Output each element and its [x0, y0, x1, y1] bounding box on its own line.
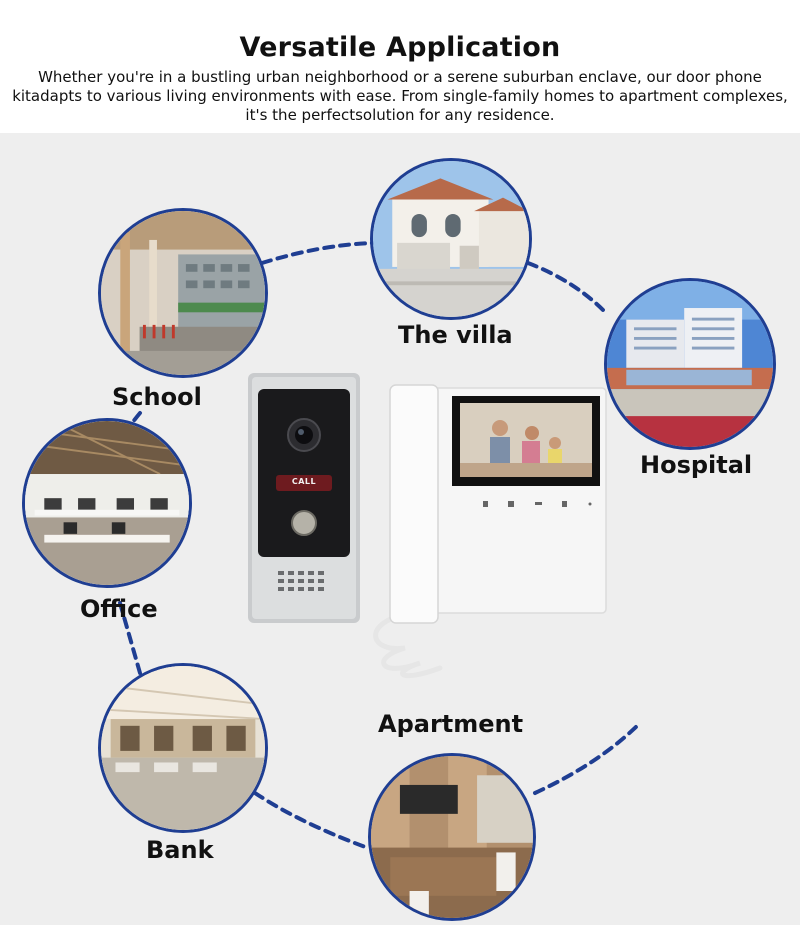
hospital-photo: [604, 278, 776, 450]
page-description: Whether you're in a bustling urban neigh…: [12, 68, 788, 124]
scene-stage: CALL School The villa Hospital Office Ap…: [0, 133, 800, 925]
door-camera-station: [248, 373, 360, 623]
school-photo: [98, 208, 268, 378]
label-hospital: Hospital: [640, 451, 753, 479]
label-villa: The villa: [398, 321, 513, 349]
page-title: Versatile Application: [239, 32, 561, 63]
villa-photo: [370, 158, 532, 320]
label-school: School: [112, 383, 202, 411]
label-office: Office: [80, 595, 158, 623]
label-bank: Bank: [146, 836, 214, 864]
call-button-label: CALL: [291, 477, 317, 486]
header: Versatile Application Whether you're in …: [0, 0, 800, 133]
office-photo: [22, 418, 192, 588]
bank-photo: [98, 663, 268, 833]
label-apartment: Apartment: [378, 710, 524, 738]
indoor-monitor: [373, 384, 607, 679]
apartment-photo: [368, 753, 536, 921]
